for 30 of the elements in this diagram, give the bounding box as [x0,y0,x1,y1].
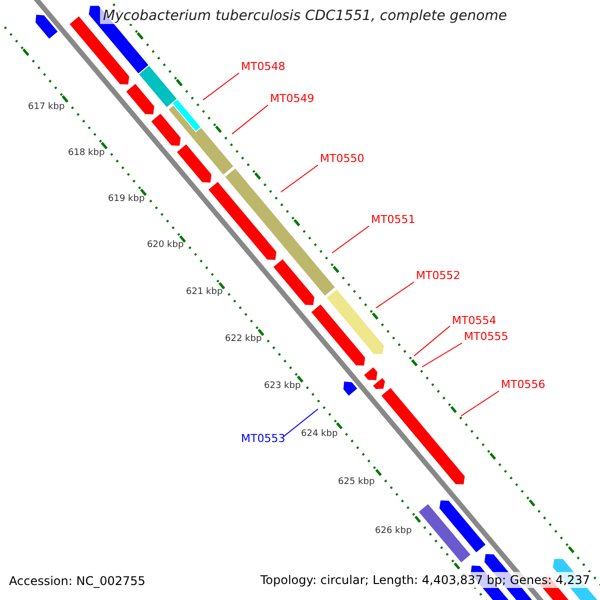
scale-label: 618 kbp [68,148,105,158]
leader-line [332,226,370,254]
leader-line [232,104,268,134]
gene-label: MT0551 [371,213,416,226]
scale-label: 617 kbp [28,102,65,112]
gene-label: MT0552 [416,269,460,282]
scale-label: 619 kbp [108,194,145,204]
scale-label: 624 kbp [301,429,338,439]
scale-label: 620 kbp [147,240,184,250]
genome-summary: Topology: circular; Length: 4,403,837 bp; Genes: 4,237 [258,572,592,588]
scale-label: 626 kbp [375,526,412,536]
leader-line [202,72,240,100]
gene-label: MT0550 [320,152,364,165]
scale-label: 622 kbp [225,334,262,344]
leader-line [280,164,318,192]
leader-line [422,342,462,368]
gene-label: MT0554 [452,314,496,327]
gene-label: MT0548 [241,60,286,73]
gene-label: MT0549 [270,92,314,105]
leader-line [414,326,450,356]
scale-label: 621 kbp [186,287,223,297]
scale-label: 623 kbp [264,381,301,391]
scale-label: 625 kbp [338,477,375,487]
leader-line [460,390,500,416]
accession-text: Accession: NC_002755 [9,574,146,588]
leader-line [282,408,318,438]
gene-label: MT0555 [464,330,508,343]
gene-label: MT0556 [501,378,546,391]
leader-line [376,282,414,308]
gene-label: MT0553 [241,432,286,445]
